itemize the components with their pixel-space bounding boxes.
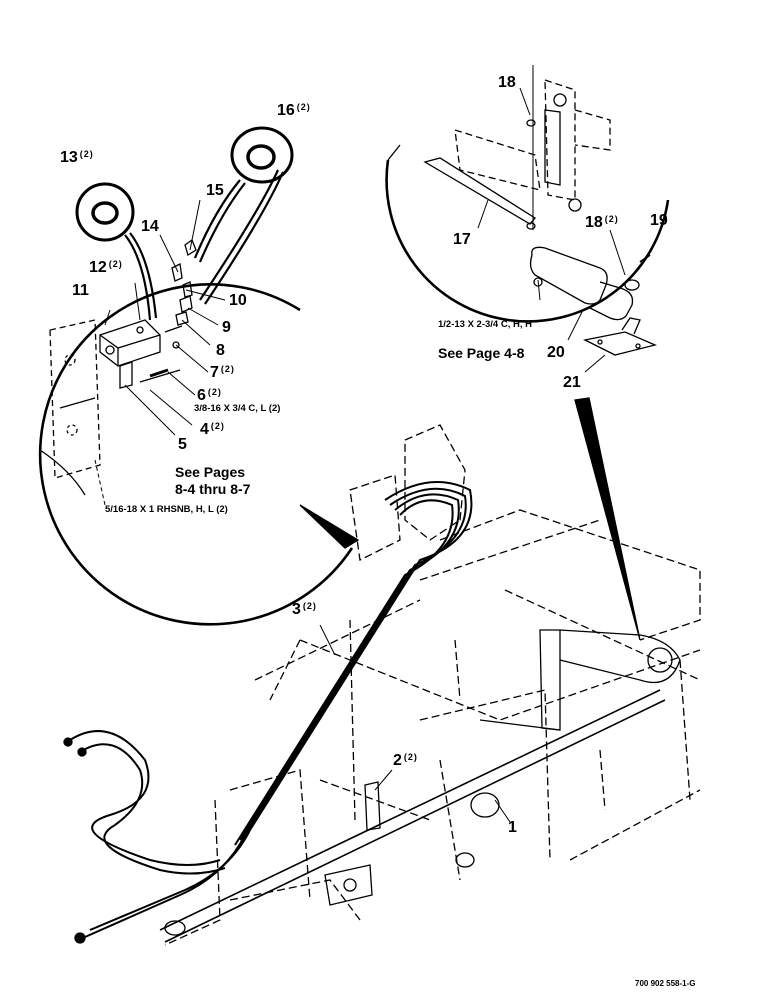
hitch-frame-solid [159, 629, 681, 943]
callout-6: 6(2) [197, 387, 222, 404]
callout-14: 14 [141, 218, 159, 235]
callout-13: 13(2) [60, 149, 94, 166]
callout-4: 4(2) [200, 421, 225, 438]
hose-ring-13 [75, 182, 135, 242]
callout-15: 15 [206, 182, 224, 199]
callout-5: 5 [178, 436, 187, 453]
drawing-number: 700 902 558-1-G [635, 979, 696, 988]
callout-19: 19 [650, 212, 668, 229]
see-pages-left: See Pages 8-4 thru 8-7 [175, 464, 251, 497]
hose-ring-16 [230, 126, 294, 184]
callout-2: 2(2) [393, 752, 418, 769]
hardware-bolt-right: 1/2-13 X 2-3/4 C, H, H [438, 319, 532, 330]
callout-7: 7(2) [210, 364, 235, 381]
callout-16: 16(2) [277, 102, 311, 119]
see-page-right: See Page 4-8 [438, 345, 525, 361]
callout-11: 11 [72, 282, 89, 299]
callout-9: 9 [222, 319, 231, 336]
callout-8: 8 [216, 342, 225, 359]
callout-20: 20 [547, 344, 565, 361]
valve-block-detail [49, 199, 226, 506]
hitch-frame [164, 424, 701, 946]
callout-21: 21 [563, 374, 581, 391]
left-detail-circle [38, 283, 360, 626]
cylinder-assembly-detail [423, 65, 658, 373]
detail-hoses [124, 169, 285, 321]
hardware-bolt-left: 5/16-18 X 1 RHSNB, H, L (2) [105, 504, 228, 515]
callout-3: 3(2) [292, 601, 317, 618]
main-hoses [69, 481, 473, 938]
callout-18b: 18(2) [585, 214, 619, 231]
main-leaders [319, 624, 511, 823]
hardware-bolt-mid: 3/8-16 X 3/4 C, L (2) [194, 403, 281, 414]
callout-10: 10 [229, 292, 247, 309]
callout-1: 1 [508, 819, 517, 836]
callout-12: 12(2) [89, 259, 123, 276]
right-detail-circle [385, 144, 670, 641]
callout-18a: 18 [498, 74, 516, 91]
callout-17: 17 [453, 231, 471, 248]
